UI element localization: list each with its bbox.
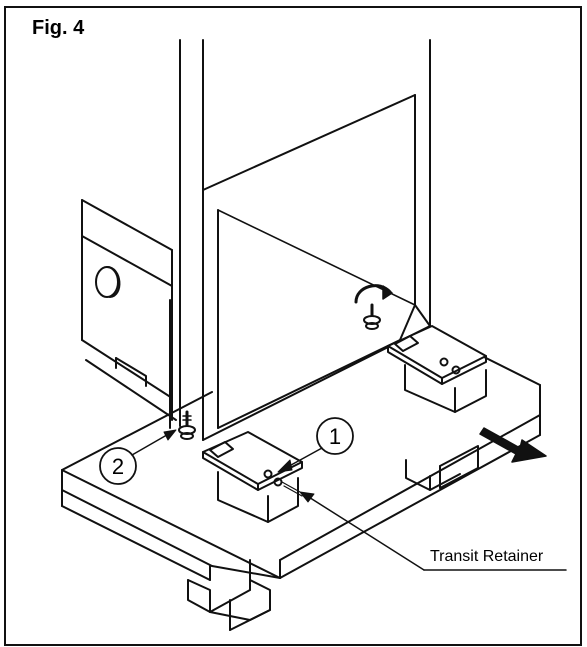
transit-retainer-leader [299,491,567,571]
pallet-board [61,334,541,581]
figure-title: Fig. 4 [32,17,85,39]
rear-leveling-foot [363,303,381,330]
figure-frame [4,6,582,646]
direction-arrow-icon [479,427,547,463]
pallet-skid-front [187,559,271,631]
rear-transit-retainer [387,325,487,413]
callout-1-number: 1 [329,424,341,449]
callout-1 [277,417,354,473]
transit-retainer-label: Transit Retainer [430,548,544,565]
machine-side-panel [81,199,177,421]
front-transit-retainer [202,431,303,523]
rotation-arrow-icon [354,284,393,304]
callout-2-number: 2 [112,454,124,479]
callout-2 [99,429,177,485]
pallet-skid-rear [405,445,479,491]
machine-front-panel [202,39,431,441]
front-leveling-foot [178,410,196,440]
machine-corner-post [169,39,204,441]
